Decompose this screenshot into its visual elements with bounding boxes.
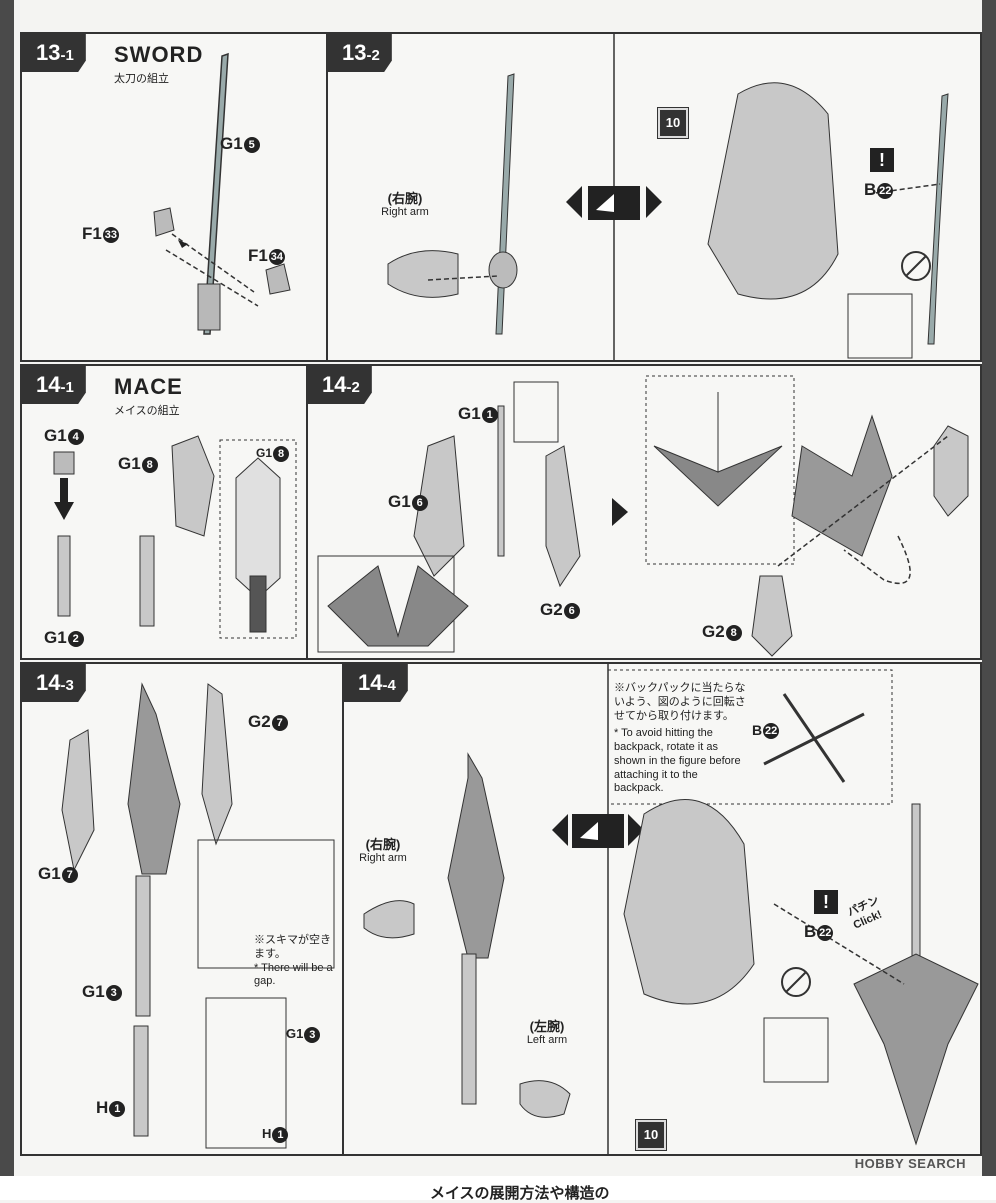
step-badge: 13-2 [328,34,392,72]
unit-10-badge: 10 [635,1119,667,1151]
step-14-4-panel: 14-4 (右腕)Right arm (左腕)Left arm ※バックパックに… [342,662,982,1156]
right-arm-label: (右腕)Right arm [359,837,407,865]
mace-grip-assembly-illustration [53,435,297,639]
step-subtitle: 太刀の組立 [114,73,169,85]
footer-heading: メイスの展開方法や構造の [430,1185,610,1202]
step-subtitle: メイスの組立 [114,405,180,417]
gap-note: ※スキマが空きます。* There will be a gap. [254,934,333,988]
step-title: MACE [114,374,183,399]
mace-head-assembly-illustration [317,375,969,657]
mace-attach-illustration [363,664,979,1154]
backpack-note: ※バックパックに当たらないよう、図のように回転させてから取り付けます。* To … [614,682,746,795]
step-badge: 14-3 [22,664,86,702]
step-badge: 14-1 [22,366,86,404]
sword-attach-illustration [387,34,949,360]
step-badge: 13-1 [22,34,86,72]
step-badge: 14-2 [308,366,372,404]
left-arm-label: (左腕)Left arm [526,1019,568,1047]
right-arm-label: (右腕)Right arm [381,191,429,219]
step-title: SWORD [114,42,204,67]
footer-strip [0,1176,996,1200]
left-page-edge [0,0,14,1200]
attention-icon: ! [814,890,838,914]
sword-assembly-illustration [153,52,291,335]
attention-icon: ! [870,148,894,172]
hobby-search-watermark: HOBBY SEARCH [854,1156,966,1171]
unit-10-badge: 10 [657,107,689,139]
right-page-edge [982,0,996,1200]
step-badge: 14-4 [344,664,408,702]
mace-final-assembly-illustration [61,682,335,1149]
